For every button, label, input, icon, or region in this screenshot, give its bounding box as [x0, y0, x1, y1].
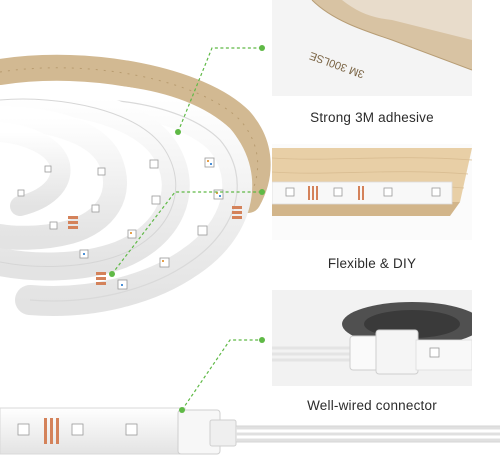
callout-line-adhesive [177, 47, 262, 133]
callout-end-flexible [259, 189, 265, 195]
caption-connector: Well-wired connector [307, 398, 437, 413]
callout-line-connector [181, 339, 262, 411]
callout-line-flexible [111, 191, 262, 275]
callout-end-connector [259, 337, 265, 343]
callout-dot-flexible [109, 271, 115, 277]
adhesive-detail-image: 3M 300LSE [272, 0, 472, 96]
callout-end-adhesive [259, 45, 265, 51]
caption-flexible: Flexible & DIY [327, 256, 417, 271]
callout-dot-adhesive [175, 129, 181, 135]
connector-detail-image [272, 290, 472, 386]
callout-dot-connector [179, 407, 185, 413]
flexible-detail-image [272, 144, 472, 240]
caption-adhesive: Strong 3M adhesive [310, 110, 434, 125]
